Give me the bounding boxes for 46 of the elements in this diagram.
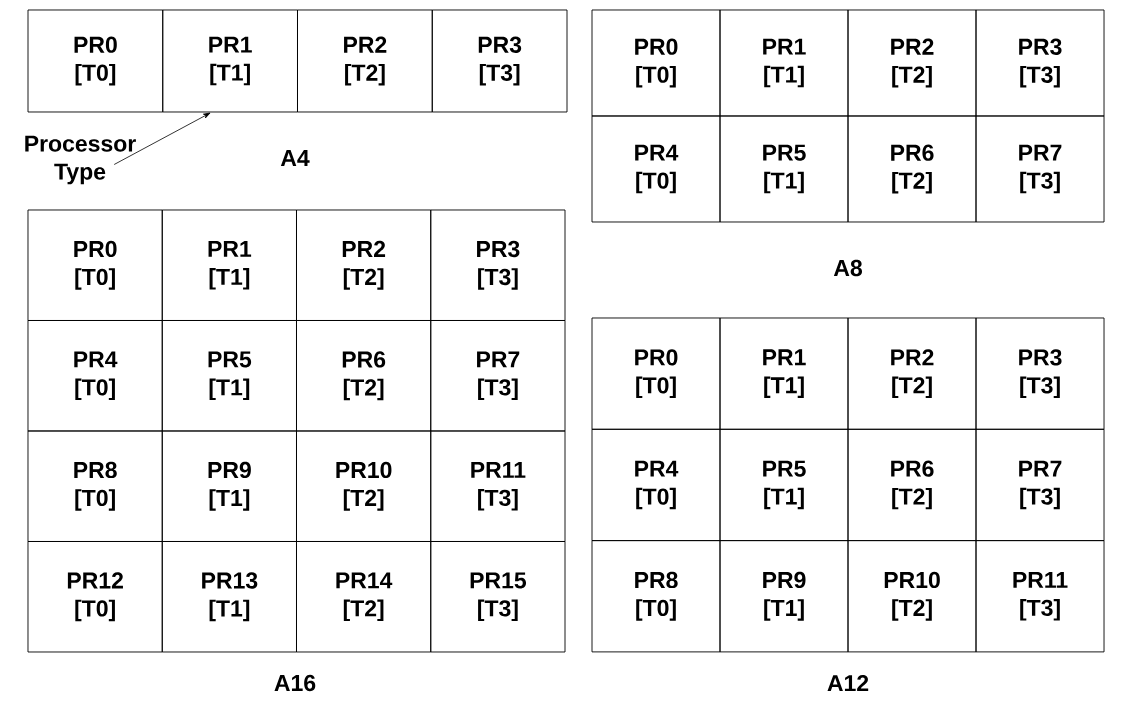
grid-caption: A16 bbox=[274, 674, 316, 692]
processor-cell: PR15 [T3] bbox=[430, 541, 566, 653]
processor-cell: PR3 [T3] bbox=[975, 317, 1105, 430]
processor-cell: PR0 [T0] bbox=[591, 9, 721, 117]
processor-cell: PR1 [T1] bbox=[719, 317, 849, 430]
processor-cell: PR7 [T3] bbox=[975, 115, 1105, 223]
processor-cell: PR0 [T0] bbox=[591, 317, 721, 430]
processor-cell: PR4 [T0] bbox=[591, 115, 721, 223]
grid-caption: A4 bbox=[280, 150, 310, 166]
processor-cell: PR10 [T2] bbox=[296, 430, 432, 542]
processor-cell: PR1 [T1] bbox=[719, 9, 849, 117]
processor-cell: PR0 [T0] bbox=[27, 9, 164, 113]
processor-cell: PR2 [T2] bbox=[847, 317, 977, 430]
processor-cell: PR5 [T1] bbox=[161, 320, 297, 432]
leader-arrow bbox=[113, 112, 211, 165]
processor-cell: PR7 [T3] bbox=[975, 428, 1105, 542]
processor-cell: PR0 [T0] bbox=[27, 209, 163, 321]
processor-cell: PR6 [T2] bbox=[847, 115, 977, 223]
processor-cell: PR4 [T0] bbox=[27, 320, 163, 432]
processor-cell: PR13 [T1] bbox=[161, 541, 297, 653]
processor-cell: PR6 [T2] bbox=[296, 320, 432, 432]
processor-cell: PR14 [T2] bbox=[296, 541, 432, 653]
processor-cell: PR12 [T0] bbox=[27, 541, 163, 653]
processor-cell: PR3 [T3] bbox=[975, 9, 1105, 117]
processor-cell: PR8 [T0] bbox=[591, 540, 721, 653]
annotation-text: Processor Type bbox=[25, 135, 136, 185]
processor-cell: PR5 [T1] bbox=[719, 428, 849, 542]
processor-cell: PR9 [T1] bbox=[719, 540, 849, 653]
processor-cell: PR11 [T3] bbox=[430, 430, 566, 542]
processor-cell: PR9 [T1] bbox=[161, 430, 297, 542]
processor-cell: PR5 [T1] bbox=[719, 115, 849, 223]
processor-cell: PR4 [T0] bbox=[591, 428, 721, 542]
processor-cell: PR1 [T1] bbox=[161, 209, 297, 321]
processor-cell: PR3 [T3] bbox=[430, 209, 566, 321]
processor-cell: PR6 [T2] bbox=[847, 428, 977, 542]
processor-cell: PR11 [T3] bbox=[975, 540, 1105, 653]
processor-cell: PR7 [T3] bbox=[430, 320, 566, 432]
processor-cell: PR10 [T2] bbox=[847, 540, 977, 653]
processor-cell: PR1 [T1] bbox=[162, 9, 298, 113]
processor-cell: PR2 [T2] bbox=[296, 209, 432, 321]
grid-caption: A8 bbox=[833, 259, 862, 277]
grid-caption: A12 bbox=[827, 674, 869, 692]
processor-cell: PR2 [T2] bbox=[847, 9, 977, 117]
processor-cell: PR3 [T3] bbox=[431, 9, 568, 113]
processor-cell: PR2 [T2] bbox=[297, 9, 433, 113]
processor-cell: PR8 [T0] bbox=[27, 430, 163, 542]
